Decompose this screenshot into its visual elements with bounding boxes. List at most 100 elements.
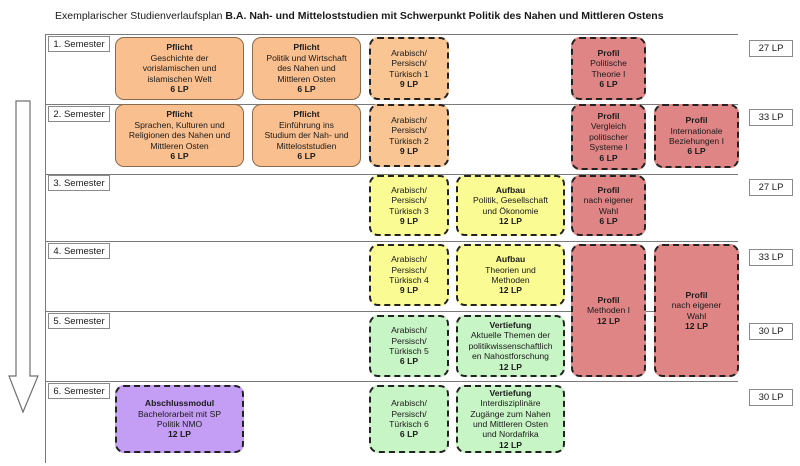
module-title: Vertiefung: [489, 387, 532, 398]
semester-lp-total: 27 LP: [749, 179, 793, 196]
module-text: Türkisch 4: [389, 275, 429, 285]
module-title: Profil: [597, 110, 620, 121]
module-lp: 6 LP: [170, 151, 189, 162]
semester-lp-total: 27 LP: [749, 40, 793, 57]
module-title: Abschlussmodul: [144, 398, 215, 409]
module-text: Türkisch 6: [389, 419, 429, 429]
module-title: Aufbau: [495, 254, 526, 265]
module-lp: 6 LP: [687, 146, 706, 157]
module-text: Methoden: [491, 275, 530, 285]
module-sprache-6: Arabisch/ Persisch/ Türkisch 6 6 LP: [369, 385, 449, 453]
module-pflicht-sprachen-kulturen: Pflicht Sprachen, Kulturen und Religione…: [115, 104, 244, 167]
module-text: Persisch/: [391, 195, 427, 206]
module-title: Vertiefung: [489, 319, 532, 330]
module-text: Einführung ins: [279, 119, 334, 130]
module-text: Persisch/: [391, 125, 427, 136]
module-text: und Ökonomie: [482, 205, 539, 216]
semester-row-3: [45, 174, 738, 241]
module-sprache-4: Arabisch/ Persisch/ Türkisch 4 9 LP: [369, 244, 449, 306]
module-text: Persisch/: [391, 408, 427, 419]
module-lp: 6 LP: [599, 78, 618, 89]
module-text: Wahl: [598, 205, 619, 216]
module-pflicht-geschichte: Pflicht Geschichte der vorislamischen un…: [115, 37, 244, 100]
page-title: Exemplarischer Studienverlaufsplan B.A. …: [55, 10, 664, 22]
module-title: Profil: [685, 289, 708, 300]
module-text: islamischen Welt: [147, 73, 212, 84]
module-sprache-1: Arabisch/ Persisch/ Türkisch 1 9 LP: [369, 37, 449, 100]
module-profil-eigene-wahl-12: Profil nach eigener Wahl 12 LP: [654, 244, 739, 377]
semester-label: 5. Semester: [48, 313, 110, 329]
module-text: Türkisch 5: [389, 346, 429, 356]
module-text: Arabisch/: [391, 114, 427, 125]
module-lp: 12 LP: [597, 315, 620, 326]
module-pflicht-einfuehrung: Pflicht Einführung ins Studium der Nah- …: [252, 104, 361, 167]
module-text: Bachelorarbeit mit SP: [137, 408, 222, 419]
module-aufbau-theorien: Aufbau Theorien und Methoden 12 LP: [456, 244, 565, 306]
semester-row-1: [45, 34, 738, 104]
module-text: Arabisch/: [391, 254, 427, 265]
module-lp: 12 LP: [499, 215, 522, 226]
module-sprache-5: Arabisch/ Persisch/ Türkisch 5 6 LP: [369, 315, 449, 377]
semester-row-4: [45, 241, 738, 311]
module-text: Türkisch 2: [389, 135, 429, 146]
module-sprache-3: Arabisch/ Persisch/ Türkisch 3 9 LP: [369, 175, 449, 236]
semester-label: 3. Semester: [48, 175, 110, 191]
module-text: und Nordafrika: [482, 429, 539, 440]
module-lp: 9 LP: [399, 215, 419, 226]
module-text: Persisch/: [391, 335, 427, 346]
module-text: Zugänge zum Nahen: [470, 408, 551, 419]
module-text: Arabisch/: [391, 398, 427, 409]
module-text: nach eigener: [671, 300, 722, 311]
semester-row-5: [45, 311, 738, 381]
module-text: Interdisziplinäre: [480, 398, 541, 409]
module-text: Aktuelle Themen der: [470, 330, 551, 341]
module-text: politischer: [589, 131, 628, 142]
module-lp: 9 LP: [399, 285, 419, 296]
module-text: des Nahen und: [277, 63, 336, 74]
module-text: Mittleren Osten: [150, 140, 209, 151]
timeline-arrow-icon: [8, 100, 39, 414]
module-lp: 6 LP: [297, 84, 316, 95]
module-text: nach eigener: [583, 195, 634, 206]
module-profil-internationale-beziehungen: Profil Internationale Beziehungen I 6 LP: [654, 104, 739, 168]
module-text: Türkisch 3: [389, 205, 429, 216]
module-text: Methoden I: [587, 305, 630, 316]
module-text: Internationale: [670, 125, 723, 136]
module-text: Religionen des Nahen und: [128, 130, 231, 141]
module-text: Mittleren Osten: [277, 73, 336, 84]
module-lp: 9 LP: [399, 145, 419, 156]
module-lp: 6 LP: [599, 152, 618, 163]
semester-lp-total: 33 LP: [749, 109, 793, 126]
module-text: Vergleich: [590, 121, 627, 132]
module-profil-methoden: Profil Methoden I 12 LP: [571, 244, 646, 377]
semester-label: 2. Semester: [48, 106, 110, 122]
module-lp: 12 LP: [168, 429, 191, 440]
module-text: Persisch/: [391, 58, 427, 69]
module-title: Profil: [685, 115, 708, 126]
module-lp: 12 LP: [499, 361, 522, 372]
module-profil-politische-theorie: Profil Politische Theorie I 6 LP: [571, 37, 646, 100]
module-profil-vergleich-systeme: Profil Vergleich politischer Systeme I 6…: [571, 104, 646, 170]
module-text: Systeme I: [589, 142, 628, 153]
module-text: politikwissenschaftlich: [468, 340, 553, 351]
module-lp: 6 LP: [399, 356, 419, 367]
semester-label: 4. Semester: [48, 243, 110, 259]
module-title: Pflicht: [166, 109, 193, 120]
module-title: Pflicht: [293, 42, 320, 53]
semester-label: 6. Semester: [48, 383, 110, 399]
module-text: Arabisch/: [391, 47, 427, 58]
module-text: en Nahostforschung: [472, 351, 549, 362]
module-text: Politik NMO: [156, 419, 203, 429]
module-text: Politik, Gesellschaft: [473, 195, 548, 206]
module-text: Türkisch 1: [389, 68, 429, 79]
module-text: und Mittleren Osten: [473, 419, 548, 429]
module-lp: 9 LP: [399, 78, 419, 89]
title-prefix: Exemplarischer Studienverlaufsplan: [55, 10, 226, 22]
module-lp: 6 LP: [297, 151, 316, 162]
semester-lp-total: 33 LP: [749, 249, 793, 266]
module-lp: 12 LP: [685, 320, 708, 331]
semester-row-6: [45, 381, 738, 463]
module-lp: 12 LP: [499, 439, 522, 450]
module-title: Profil: [597, 47, 620, 58]
module-title: Aufbau: [495, 184, 526, 195]
